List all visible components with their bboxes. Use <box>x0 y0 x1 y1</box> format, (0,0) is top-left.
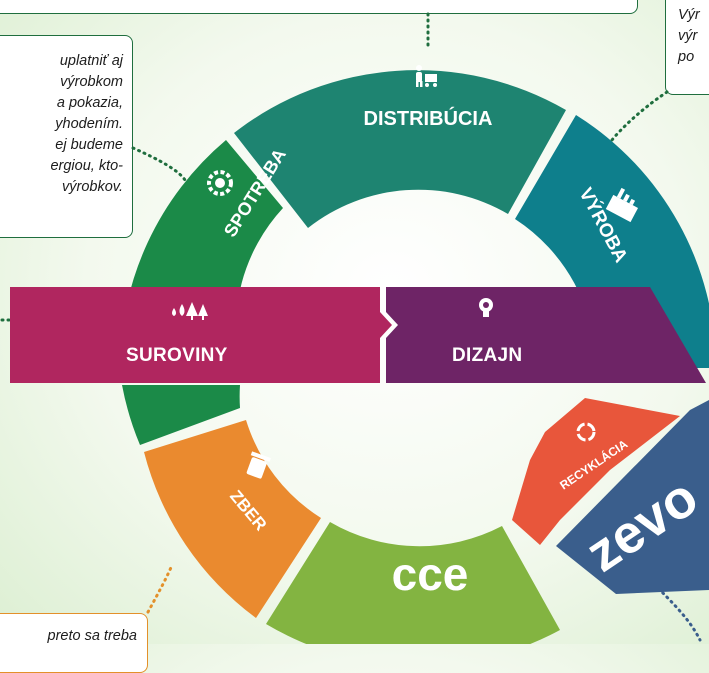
suroviny-label: SUROVINY <box>126 345 228 366</box>
segment-cce <box>266 522 560 644</box>
segment-zevo <box>556 400 709 594</box>
top-right-callout-line: výr <box>678 28 698 44</box>
trees-drops-icon <box>172 302 208 320</box>
top-right-callout-line: po <box>678 49 695 65</box>
top-right-callout-box: Výr výr po <box>665 0 709 95</box>
top-callout-box <box>0 0 638 14</box>
segment-recyklacia <box>512 398 680 545</box>
left-callout-line: ergiou, kto- <box>50 158 123 174</box>
left-callout-line: uplatniť aj <box>59 53 123 69</box>
left-callout-line: výrobkov. <box>62 179 123 195</box>
segment-vyroba <box>515 115 709 368</box>
left-callout-line: výrobkom <box>60 74 123 90</box>
factory-icon <box>605 187 639 223</box>
distribucia-label: DISTRIBÚCIA <box>364 106 493 130</box>
left-callout-line: ej budeme <box>55 137 123 153</box>
connector-zevo <box>648 578 702 642</box>
segment-spotreba-lower <box>122 385 240 445</box>
left-callout-line: a pokazia, <box>56 95 123 111</box>
recycle-icon <box>576 422 596 442</box>
lightbulb-icon <box>479 298 493 317</box>
segment-zber <box>144 420 321 618</box>
connector-bottom-left <box>146 563 174 614</box>
circular-economy-diagram: DISTRIBÚCIA VÝROBA SPOTREBA ZBER RECYKLÁ… <box>0 12 709 644</box>
connector-top-right <box>610 90 669 142</box>
top-right-callout-line: Výr <box>678 7 700 23</box>
trash-icon <box>246 451 271 479</box>
left-callout-box: uplatniť aj výrobkom a pokazia, yhodením… <box>0 35 133 238</box>
dizajn-bar <box>386 287 706 383</box>
worker-cart-icon <box>416 65 437 87</box>
suroviny-bar <box>10 287 392 383</box>
segment-distribucia <box>234 70 566 228</box>
gear-icon <box>207 170 233 196</box>
dizajn-label: DIZAJN <box>452 345 523 366</box>
left-callout-line: yhodením. <box>55 116 123 132</box>
connector-left <box>131 146 187 182</box>
cce-logo: cce <box>392 548 469 600</box>
bottom-callout-line: preto sa treba <box>47 628 137 644</box>
